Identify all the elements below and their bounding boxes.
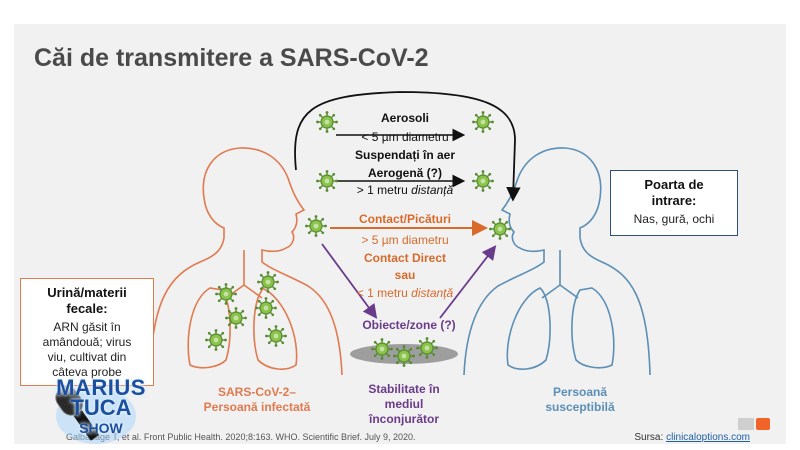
portal-of-entry-box: Poarta de intrare: Nas, gură, ochi	[610, 170, 738, 236]
virus-icon	[224, 306, 248, 330]
virus-icon	[214, 282, 238, 306]
feces-title-1: Urină/materii	[47, 285, 127, 300]
virus-icon	[370, 337, 394, 361]
airborne-label: Aerogenă (?)	[367, 166, 442, 180]
virus-icon	[304, 214, 328, 238]
feces-body-2: amândouă; virus	[42, 335, 132, 349]
feces-body-4: câteva probe	[52, 365, 122, 379]
suspended-label: Suspendați în aer	[354, 148, 456, 162]
feces-box: Urină/materii fecale: ARN găsit în amând…	[20, 278, 154, 386]
virus-icon	[488, 217, 512, 241]
portal-body: Nas, gură, ochi	[633, 212, 715, 226]
watermark-line3: SHOW	[79, 420, 123, 436]
feces-title-2: fecale:	[66, 301, 108, 316]
source-link[interactable]: clinicaloptions.com	[666, 432, 750, 443]
feces-body-1: ARN găsit în	[53, 320, 121, 334]
contact-title: Contact/Picături	[358, 212, 451, 226]
virus-icon	[415, 336, 439, 360]
objects-arrow-down	[321, 243, 378, 319]
virus-icon	[204, 328, 228, 352]
logo-block-grey	[738, 418, 754, 430]
logo-block-orange	[756, 418, 770, 430]
virus-icon	[256, 270, 280, 294]
or-label: sau	[394, 268, 416, 282]
portal-title-2: intrare:	[651, 193, 697, 208]
objects-label: Obiecte/zone (?)	[362, 318, 456, 332]
contact-size: > 5 µm diametru	[361, 233, 449, 247]
aerosol-title: Aerosoli	[380, 111, 429, 125]
microphone-icon	[55, 386, 136, 444]
objects-arrow-up	[439, 245, 497, 319]
portal-title-1: Poarta de	[644, 177, 704, 192]
citation: Galbadage T, et al. Front Public Health.…	[66, 432, 416, 442]
virus-icon	[471, 110, 495, 134]
direct-contact-label: Contact Direct	[363, 251, 446, 265]
infected-person-outline	[149, 147, 343, 376]
airborne-distance: > 1 metru distanță	[356, 183, 454, 197]
watermark-logo: MARIUS TUCA SHOW	[34, 376, 164, 448]
virus-icon	[471, 169, 495, 193]
virus-icon	[254, 296, 278, 320]
infected-label: SARS-CoV-2–Persoană infectată	[203, 385, 311, 414]
virus-icon	[392, 344, 416, 368]
aerosol-size: < 5 µm diametru	[361, 130, 449, 144]
aerosol-arrow	[294, 91, 521, 202]
virus-icon	[264, 324, 288, 348]
slide-title: Căi de transmitere a SARS-CoV-2	[34, 44, 429, 72]
watermark-line1: MARIUS	[56, 375, 146, 400]
watermark-line2: TUCA	[70, 395, 132, 420]
feces-body-3: viu, cultivat din	[47, 350, 127, 364]
virus-icon	[315, 110, 339, 134]
direct-distance: < 1 metru distanță	[356, 286, 454, 300]
virus-icon	[315, 169, 339, 193]
source-credit: Sursa: clinicaloptions.com	[634, 432, 750, 443]
